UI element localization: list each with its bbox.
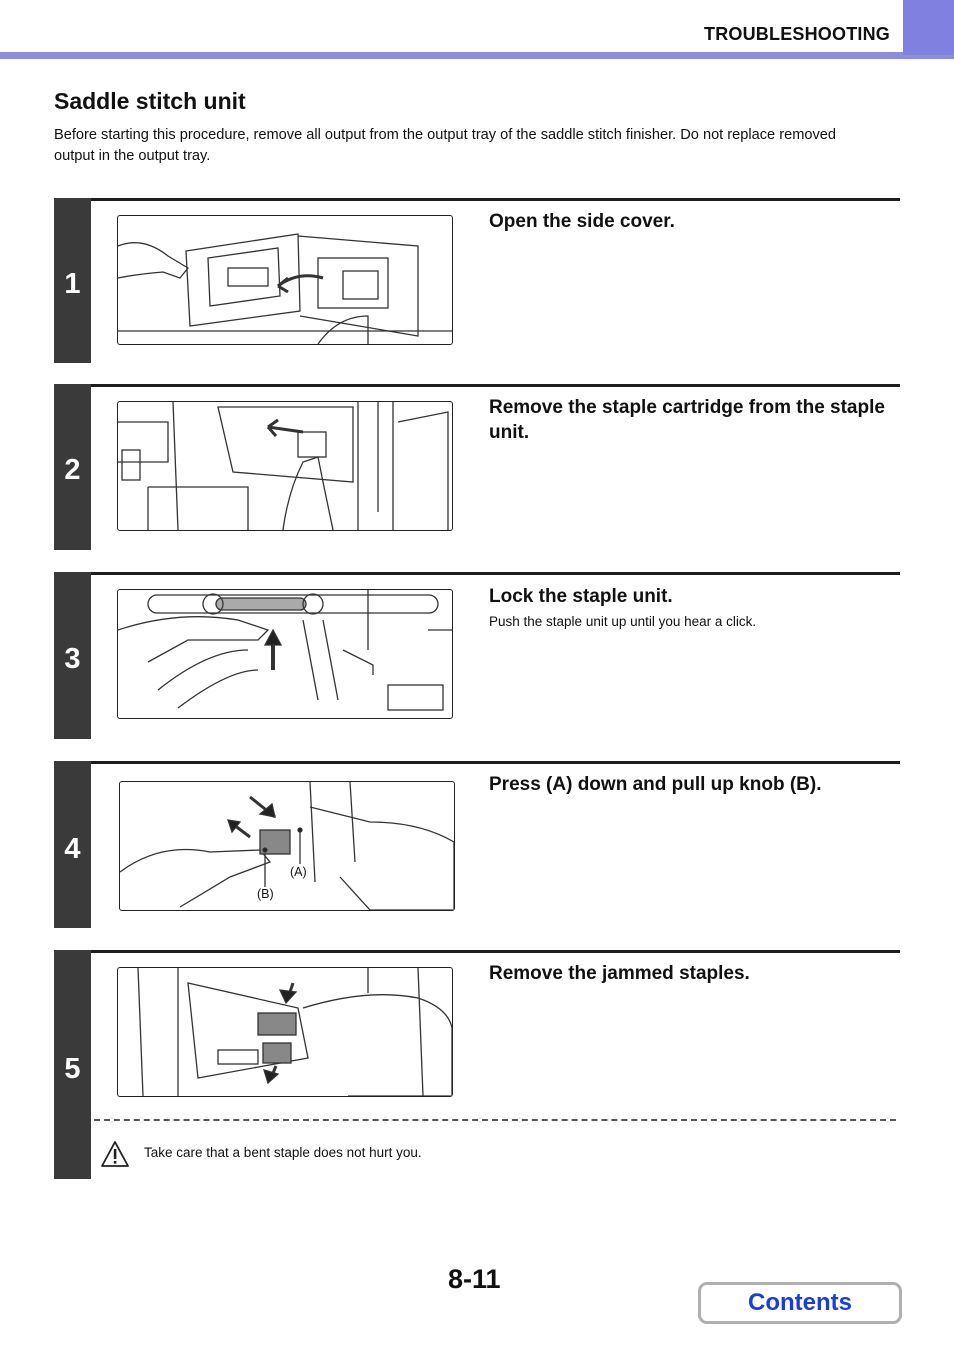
step-divider xyxy=(91,950,900,953)
dashed-divider xyxy=(94,1119,896,1121)
step-number: 3 xyxy=(64,643,81,675)
step-number: 1 xyxy=(64,268,81,300)
warning-triangle-icon xyxy=(101,1141,129,1167)
step-divider xyxy=(91,198,900,201)
warning-text: Take care that a bent staple does not hu… xyxy=(144,1145,422,1160)
step-divider xyxy=(91,572,900,575)
header-rule xyxy=(0,52,954,59)
step-number-bar xyxy=(54,761,91,928)
step-title: Remove the staple cartridge from the sta… xyxy=(489,397,885,443)
step-4-illustration: (A) (B) xyxy=(119,781,455,911)
step-divider xyxy=(91,384,900,387)
page-heading: Saddle stitch unit xyxy=(54,88,246,114)
step-title: Press (A) down and pull up knob (B). xyxy=(489,774,822,795)
step-number-bar xyxy=(54,384,91,550)
step-3-illustration xyxy=(117,589,453,719)
step-1-illustration xyxy=(117,215,453,345)
section-title: TROUBLESHOOTING xyxy=(704,24,890,44)
step-2: 2 Remove the staple cartridge from the s… xyxy=(54,384,900,550)
step-divider xyxy=(91,761,900,764)
step-number: 2 xyxy=(64,454,81,486)
step-2-illustration xyxy=(117,401,453,531)
header-tab xyxy=(903,0,954,55)
intro-paragraph: Before starting this procedure, remove a… xyxy=(54,127,836,164)
step-number-bar xyxy=(54,572,91,739)
label-a: (A) xyxy=(290,865,307,879)
step-number: 5 xyxy=(64,1053,81,1085)
step-3: 3 Lock the staple unit. Push the staple … xyxy=(54,572,900,739)
contents-button[interactable]: Contents xyxy=(698,1282,902,1324)
step-title: Open the side cover. xyxy=(489,211,675,232)
step-number-bar xyxy=(54,950,91,1179)
step-title: Remove the jammed staples. xyxy=(489,963,750,984)
page-number: 8-11 xyxy=(448,1264,501,1294)
step-1: 1 Open the side cover. xyxy=(54,198,900,363)
step-number-bar xyxy=(54,198,91,363)
step-4: 4 (A) (B) Press (A) down and pull up kno… xyxy=(54,761,900,928)
label-b: (B) xyxy=(257,887,274,901)
step-5-illustration xyxy=(117,967,453,1097)
step-5: 5 Remove the jammed staples. Take care t… xyxy=(54,950,900,1179)
step-note: Push the staple unit up until you hear a… xyxy=(489,614,757,629)
step-title: Lock the staple unit. xyxy=(489,586,673,607)
step-number: 4 xyxy=(64,833,81,865)
